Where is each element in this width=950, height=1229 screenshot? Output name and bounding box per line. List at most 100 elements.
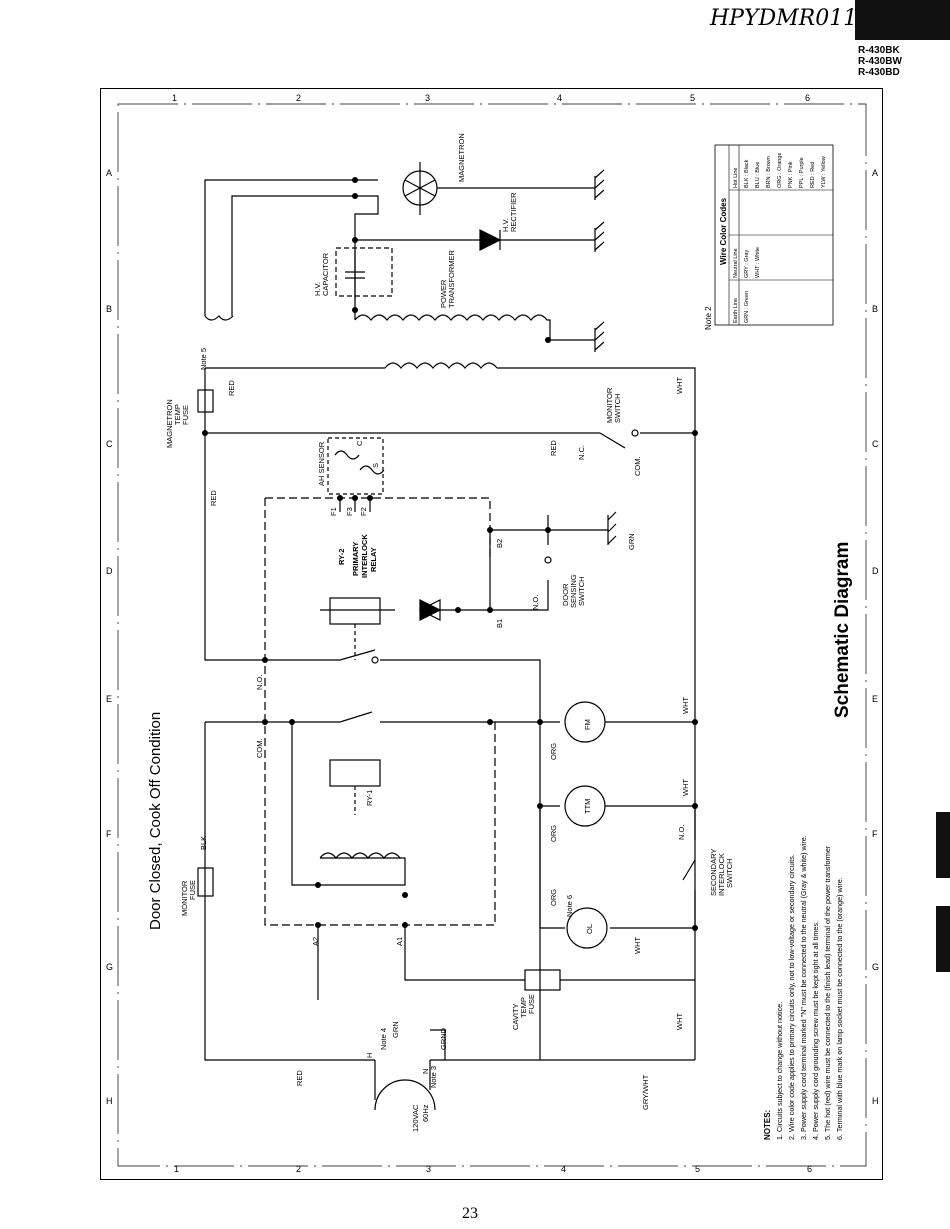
model-list: R-430BK R-430BW R-430BD — [858, 45, 902, 78]
column-number: 1 — [174, 1164, 179, 1174]
magnetron-temp-fuse — [197, 389, 214, 413]
ah-sensor-label: AH SENSOR — [317, 441, 326, 486]
column-labels: 1 2 3 4 5 6 1 2 3 4 5 6 — [172, 93, 812, 1174]
column-number: 2 — [296, 93, 301, 103]
ry2-label: INTERLOCK — [360, 534, 369, 578]
secondary-interlock-label: SECONDARY — [709, 849, 718, 896]
monitor-switch-label: SWITCH — [613, 393, 622, 423]
row-letter: A — [106, 168, 112, 178]
terminal-label: COM. — [255, 738, 264, 758]
note-label: Note 5 — [199, 348, 208, 370]
monitor-fuse-label: FUSE — [188, 880, 197, 900]
row-letter: E — [106, 694, 112, 704]
terminal-label: COM. — [633, 456, 642, 476]
row-letter: A — [872, 168, 878, 178]
transformer-label: TRANSFORMER — [447, 250, 456, 309]
terminal-label: F1 — [329, 507, 338, 516]
wire-label: GRN — [627, 533, 636, 550]
relay-coil-wire — [320, 599, 490, 621]
row-letter: H — [106, 1096, 113, 1106]
wire-label: WHT — [681, 697, 690, 714]
terminal-label: C — [355, 440, 364, 446]
wire-label: RED — [227, 380, 236, 396]
terminal-label: N.C. — [577, 445, 586, 460]
wire-label: ORG — [549, 825, 558, 842]
wire-label: RED — [209, 490, 218, 506]
wire-label: GRY/WHT — [641, 1074, 650, 1110]
ol-label: OL — [585, 924, 594, 934]
row-letter: C — [872, 439, 879, 449]
wire-label: WHT — [633, 937, 642, 954]
notes-block: NOTES: 1. Circuits subject to change wit… — [763, 835, 844, 1140]
ry1-coil — [329, 759, 381, 787]
column-number: 3 — [425, 93, 430, 103]
column-number: 4 — [561, 1164, 566, 1174]
table-cell: PPL : Purple — [799, 157, 805, 188]
wire-label: RED — [295, 1070, 304, 1086]
terminal-label: N — [421, 1069, 430, 1074]
column-number: 3 — [426, 1164, 431, 1174]
wire-color-codes-table: Wire Color Codes Note 2 Earth Line Neutr… — [704, 144, 834, 330]
ry2-no-contact — [371, 656, 379, 664]
com-wire — [205, 711, 540, 723]
secondary-interlock-label: INTERLOCK — [717, 853, 726, 896]
monitor-switch-wire — [205, 432, 695, 449]
model-number: R-430BK — [858, 45, 900, 56]
junctions — [202, 177, 698, 931]
blk-wire — [204, 722, 695, 1061]
door-sensing-label: DOOR — [561, 583, 570, 606]
row-letter: F — [872, 829, 878, 839]
terminal-label: B2 — [495, 539, 504, 548]
notes-title: NOTES: — [763, 1110, 772, 1140]
cavity-fuse-label: TEMP — [519, 997, 528, 1018]
ry2-coil — [329, 597, 381, 625]
terminal-label: N.O. — [531, 595, 540, 610]
plug-wire — [374, 1029, 446, 1100]
page-number: 23 — [462, 1205, 478, 1222]
plug-symbol — [374, 1079, 436, 1111]
cavity-fuse-label: FUSE — [527, 994, 536, 1014]
filament-coil — [204, 315, 234, 321]
table-cell: RED : Red — [810, 162, 816, 188]
wire-label: ORG — [549, 743, 558, 760]
ry1-label: RY-1 — [365, 790, 374, 806]
rectifier-label: RECTIFIER — [509, 192, 518, 232]
model-number: R-430BW — [858, 56, 902, 67]
column-number: 4 — [557, 93, 562, 103]
column-number: 6 — [807, 1164, 812, 1174]
wire-label: WHT — [675, 1013, 684, 1030]
magnetron-label: MAGNETRON — [457, 133, 466, 182]
row-letter: D — [872, 566, 879, 576]
side-tab-marker — [936, 906, 950, 972]
table-cell: ORG : Orange — [777, 153, 783, 188]
table-header: Hot Line — [733, 168, 739, 189]
fm-label: FM — [583, 719, 592, 730]
terminal-label: F3 — [345, 507, 354, 516]
chassis-ground — [594, 221, 605, 252]
transformer-secondary — [354, 314, 595, 341]
door-sensing-contact — [544, 556, 552, 564]
wire-label: BLK — [199, 836, 208, 850]
row-letter: B — [106, 304, 112, 314]
red-wire — [204, 368, 265, 661]
note-label: Note 6 — [565, 895, 574, 917]
terminal-label: A2 — [311, 937, 320, 946]
component-labels: MAGNETRON H.V. RECTIFIER H.V. CAPACITOR … — [165, 133, 734, 1132]
wiring — [117, 103, 867, 1167]
ttm-label: TTM — [583, 799, 592, 814]
corner-black-tab — [855, 0, 950, 40]
terminal-label: H — [365, 1053, 374, 1058]
chassis-ground — [594, 321, 605, 352]
a1-a2-wire — [317, 925, 695, 1000]
row-letter: G — [106, 962, 113, 972]
primary-wire — [205, 367, 696, 1060]
wire-label: ORG — [549, 889, 558, 906]
note-item: 6. Terminal with blue mark on lamp socke… — [835, 877, 844, 1140]
mag-temp-fuse-label: TEMP — [173, 404, 182, 425]
secondary-interlock-label: SWITCH — [725, 858, 734, 888]
monitor-switch-label: MONITOR — [605, 387, 614, 423]
supply-label: 60Hz — [421, 1104, 430, 1122]
model-number: R-430BD — [858, 67, 900, 78]
terminal-label: N.O. — [677, 825, 686, 840]
chassis-ground — [594, 169, 605, 200]
